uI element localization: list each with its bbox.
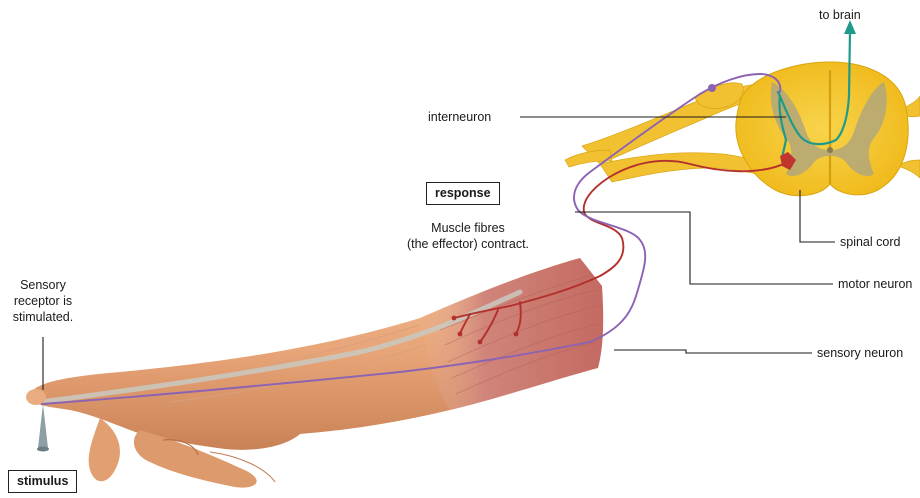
arm-hand <box>26 258 603 488</box>
effector-caption-line-2: (the effector) contract. <box>393 236 543 252</box>
effector-caption-line-1: Muscle fibres <box>393 220 543 236</box>
stimulus-label-box: stimulus <box>8 470 77 493</box>
receptor-caption-line-1: Sensory <box>4 277 82 293</box>
to-brain-label: to brain <box>819 7 861 23</box>
interneuron-label: interneuron <box>428 109 491 125</box>
spinal-cord <box>736 62 908 196</box>
sensory-neuron-soma <box>708 84 716 92</box>
receptor-caption: Sensory receptor is stimulated. <box>4 277 82 325</box>
motor-neuron-label: motor neuron <box>838 276 912 292</box>
effector-caption: Muscle fibres (the effector) contract. <box>393 220 543 252</box>
spinal-cord-label: spinal cord <box>840 234 900 250</box>
response-label-box: response <box>426 182 500 205</box>
receptor-caption-line-2: receptor is <box>4 293 82 309</box>
receptor-caption-line-3: stimulated. <box>4 309 82 325</box>
stimulus-needle <box>37 404 49 452</box>
sensory-neuron-label: sensory neuron <box>817 345 903 361</box>
